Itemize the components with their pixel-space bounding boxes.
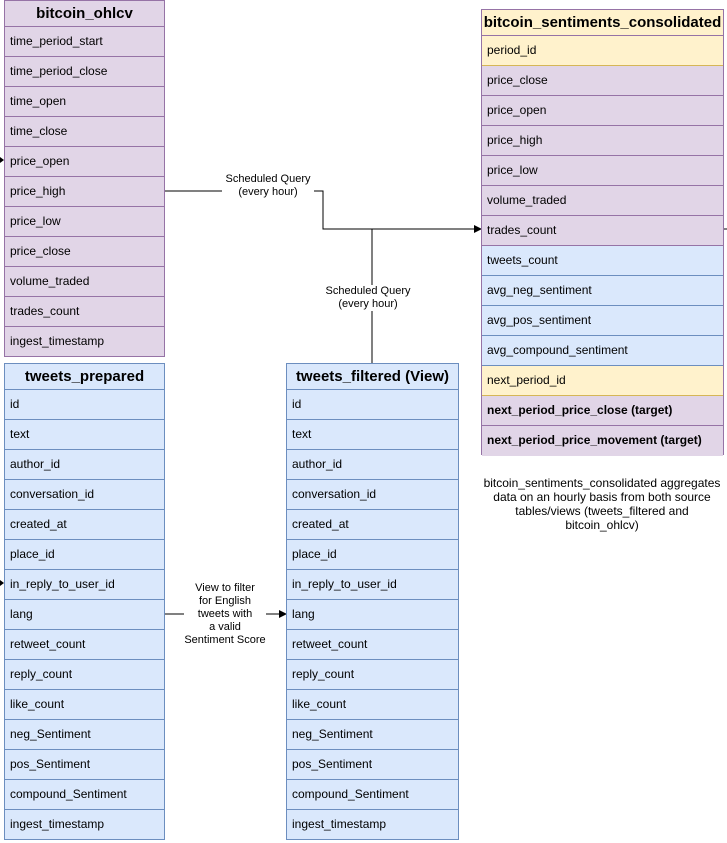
table-row: pos_Sentiment [287, 750, 458, 780]
table-row: conversation_id [287, 480, 458, 510]
table-row: pos_Sentiment [5, 750, 164, 780]
table-row: avg_pos_sentiment [482, 306, 723, 336]
table-row: place_id [287, 540, 458, 570]
table-row: next_period_price_movement (target) [482, 426, 723, 456]
table-row: place_id [5, 540, 164, 570]
table-row: lang [287, 600, 458, 630]
edge-ohlcv-to-consolidated [164, 190, 482, 233]
table-row: reply_count [287, 660, 458, 690]
table-row: price_close [5, 237, 164, 267]
table-row: created_at [5, 510, 164, 540]
edge-label-ohlcv-schedule: Scheduled Query (every hour) [222, 173, 314, 199]
table-title: bitcoin_ohlcv [5, 1, 164, 27]
table-title: bitcoin_sentiments_consolidated [482, 10, 723, 36]
table-row: id [287, 390, 458, 420]
table-row: in_reply_to_user_id [287, 570, 458, 600]
stub-ohlcv-price-open [0, 157, 4, 163]
table-row: time_open [5, 87, 164, 117]
table-row: ingest_timestamp [292, 817, 387, 831]
table-row: like_count [287, 690, 458, 720]
edge-label-view-filter: View to filter for English tweets with a… [184, 582, 266, 647]
table-row: author_id [287, 450, 458, 480]
table-row: avg_neg_sentiment [482, 276, 723, 306]
table-row: author_id [5, 450, 164, 480]
table-row: compound_Sentiment [287, 780, 458, 810]
table-row: text [5, 420, 164, 450]
table-row: price_low [5, 207, 164, 237]
table-row: created_at [287, 510, 458, 540]
table-title: tweets_prepared [5, 364, 164, 390]
table-row: conversation_id [5, 480, 164, 510]
table-row: volume_traded [5, 267, 164, 297]
table-row: reply_count [5, 660, 164, 690]
table-row: volume_traded [482, 186, 723, 216]
table-row: price_low [482, 156, 723, 186]
table-row: retweet_count [5, 630, 164, 660]
table-row: neg_Sentiment [5, 720, 164, 750]
table-row: tweets_count [482, 246, 723, 276]
table-row: in_reply_to_user_id [5, 570, 164, 600]
table-row: price_close [482, 66, 723, 96]
table-row: trades_count [5, 297, 164, 327]
table-row: price_high [5, 177, 164, 207]
table-row: price_high [482, 126, 723, 156]
table-row: ingest_timestamp [10, 817, 105, 831]
table-title: tweets_filtered (View) [287, 364, 458, 390]
table-row: price_open [482, 96, 723, 126]
table-row: text [287, 420, 458, 450]
table-row: next_period_id [482, 366, 723, 396]
table-row: ingest_timestamp [10, 334, 105, 348]
table-row: compound_Sentiment [5, 780, 164, 810]
table-row: trades_count [482, 216, 723, 246]
table-row: time_period_start [5, 27, 164, 57]
stub-prepared-reply [0, 580, 4, 586]
table-row: like_count [5, 690, 164, 720]
table-row: time_close [5, 117, 164, 147]
table-row: period_id [482, 36, 723, 66]
table-row: avg_compound_sentiment [482, 336, 723, 366]
table-row: neg_Sentiment [287, 720, 458, 750]
table-bitcoin-sentiments-consolidated[interactable]: bitcoin_sentiments_consolidated period_i… [481, 9, 724, 456]
table-row: lang [5, 600, 164, 630]
edge-label-filtered-schedule: Scheduled Query (every hour) [322, 285, 414, 311]
table-row: retweet_count [287, 630, 458, 660]
table-row: time_period_close [5, 57, 164, 87]
table-row: price_open [5, 147, 164, 177]
consolidated-note: bitcoin_sentiments_consolidated aggregat… [483, 476, 721, 532]
table-row: id [5, 390, 164, 420]
table-row: next_period_price_close (target) [482, 396, 723, 426]
